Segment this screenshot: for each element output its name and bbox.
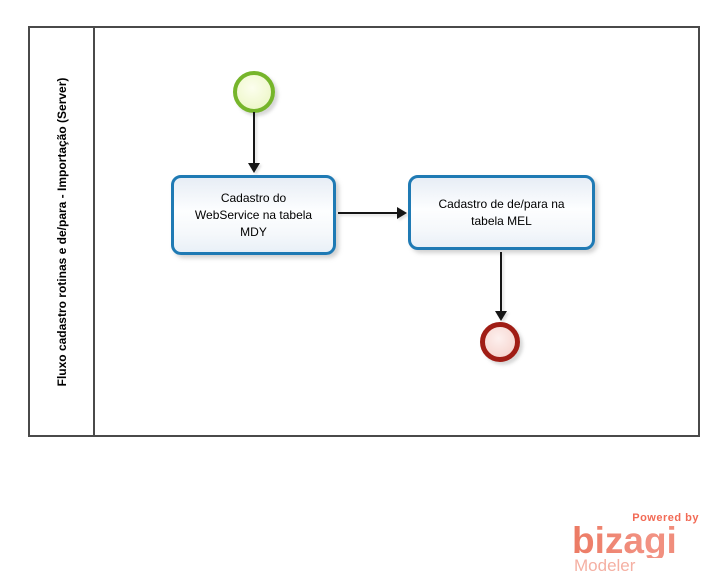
task-cadastro-depara-mel[interactable]: Cadastro de de/para na tabela MEL: [408, 175, 595, 250]
sequence-flow-start-to-task1: [253, 112, 255, 165]
arrowhead-down-icon: [248, 163, 260, 173]
start-event-circle[interactable]: [233, 71, 275, 113]
task-label: Cadastro do WebService na tabela MDY: [194, 190, 313, 239]
sequence-flow-task1-to-task2: [338, 212, 398, 214]
bizagi-brand-wordmark: bizagi: [572, 522, 702, 559]
lane-title: Fluxo cadastro rotinas e de/para - Impor…: [54, 77, 69, 386]
powered-by-label: Powered by: [632, 512, 699, 524]
task-label: Cadastro de de/para na tabela MEL: [438, 196, 565, 228]
arrowhead-right-icon: [397, 207, 407, 219]
modeler-label: Modeler: [574, 556, 636, 575]
end-event-circle[interactable]: [480, 322, 520, 362]
bpmn-pool[interactable]: Fluxo cadastro rotinas e de/para - Impor…: [28, 26, 700, 437]
arrowhead-down-icon: [495, 311, 507, 321]
task-cadastro-webservice-mdy[interactable]: Cadastro do WebService na tabela MDY: [171, 175, 336, 255]
sequence-flow-task2-to-end: [500, 252, 502, 313]
lane-header[interactable]: Fluxo cadastro rotinas e de/para - Impor…: [30, 28, 95, 435]
bizagi-logo: Powered by bizagi Modeler: [572, 512, 702, 576]
